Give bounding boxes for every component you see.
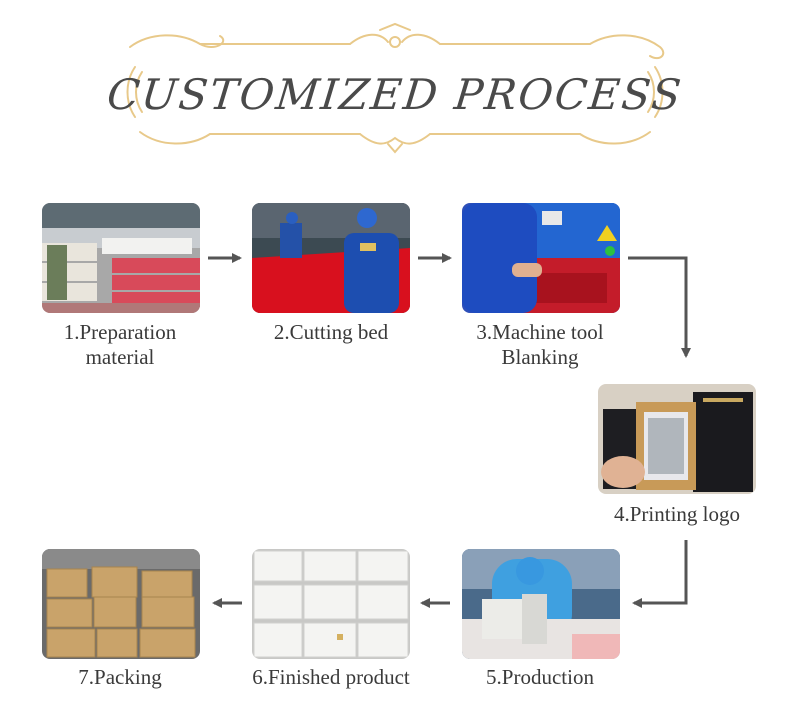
step-3-label-line1: 3.Machine tool [476,320,604,344]
step-7-label-line1: 7.Packing [78,665,162,689]
production-photo [462,549,620,659]
step-3-label-line2: Blanking [501,345,579,369]
step-1-label-line2: material [85,345,155,369]
step-2-label-line1: 2.Cutting bed [273,320,389,344]
arrow-3-to-4 [628,256,691,358]
printing-logo-photo [598,384,756,494]
step-4-label-line1: 4.Printing logo [613,502,740,526]
preparation-material-photo [42,203,200,313]
step-5-label: 5.Production [440,665,640,690]
step-5-label-line1: 5.Production [486,665,594,689]
step-1-label-line1: 1.Preparation [63,320,177,344]
packing-photo [42,549,200,659]
step-4-label: 4.Printing logo [577,502,777,527]
step-6-label-line1: 6.Finished product [252,665,410,689]
step-6-label: 6.Finished product [231,665,431,690]
arrow-4-to-5 [632,540,688,608]
ornament-frame [126,22,665,154]
step-2-label: 2.Cutting bed [231,320,431,345]
step-7-label: 7.Packing [20,665,220,690]
step-1-label: 1.Preparation material [20,320,220,370]
machine-tool-blanking-photo [462,203,620,313]
finished-product-photo [252,549,410,659]
cutting-bed-photo [252,203,410,313]
step-3-label: 3.Machine tool Blanking [440,320,640,370]
